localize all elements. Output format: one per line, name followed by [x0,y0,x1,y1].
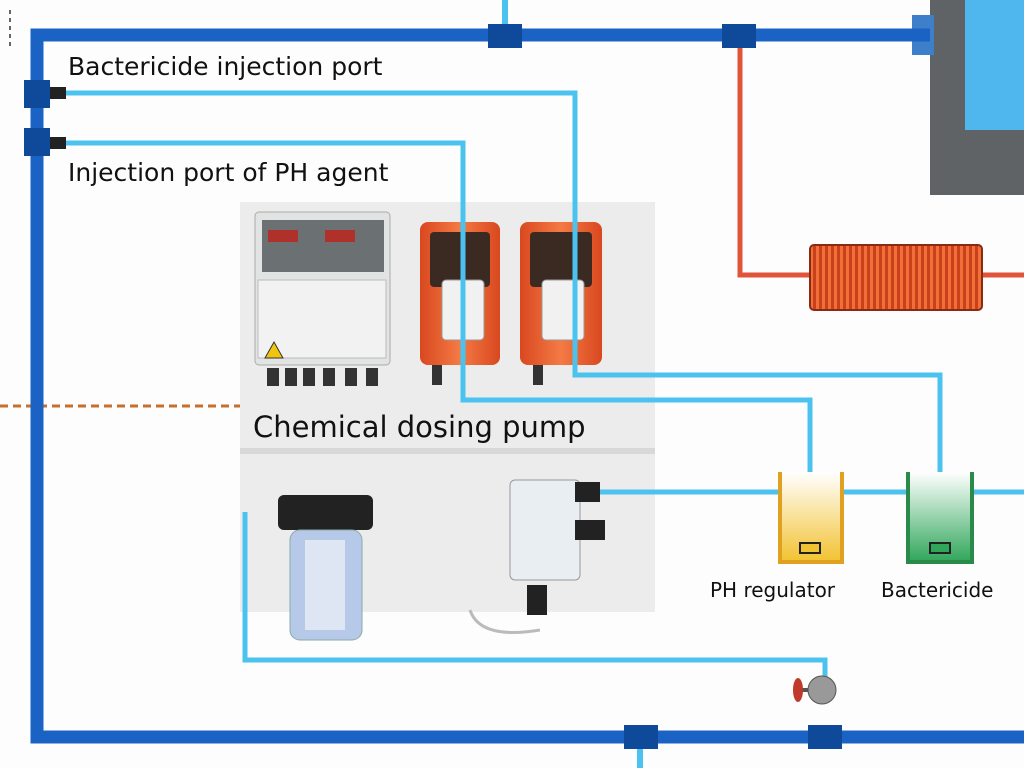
ph-regulator-label: PH regulator [710,578,836,602]
pipe-fittings [24,24,842,749]
dosing-pump-ph [420,222,500,385]
storage-tank-water [965,0,1024,130]
cable-glands [267,368,378,386]
bactericide-tank [906,472,974,564]
bactericide-dosing-line [60,90,943,545]
ph-injection-port-label: Injection port of PH agent [68,158,389,187]
dosing-pump-bactericide [520,222,602,385]
water-filter [278,495,373,641]
bactericide-injection-port-label: Bactericide injection port [68,52,383,81]
valve-icon [793,675,837,705]
heat-exchanger-coil [809,244,983,311]
ph-dosing-line [60,140,813,545]
bactericide-label: Bactericide [881,578,994,602]
flow-sensor-assembly [468,479,605,634]
ph-regulator-tank [778,472,844,564]
chemical-dosing-pump-label: Chemical dosing pump [253,410,586,444]
main-circulation-pipe [30,28,1024,744]
